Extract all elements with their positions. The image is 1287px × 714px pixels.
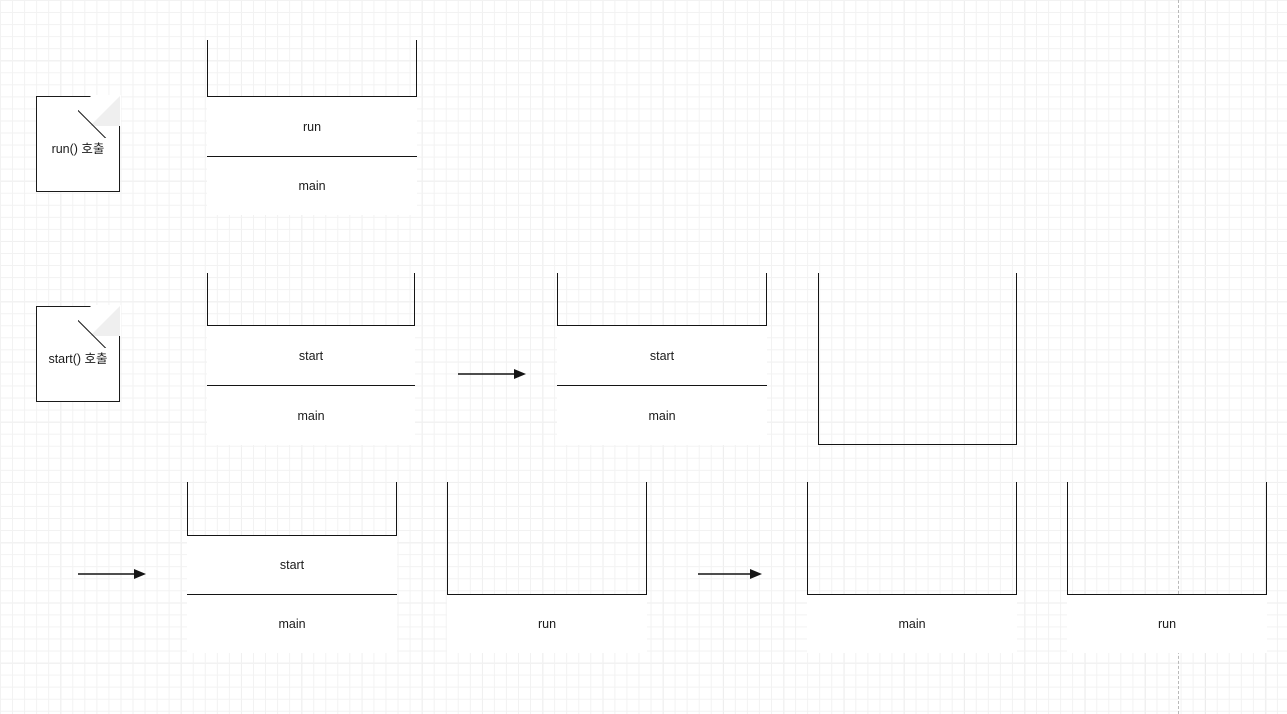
stack-frame-label: run [1157,617,1177,631]
stack-row2-1[interactable]: start main [207,273,415,445]
note-label: run() 호출 [51,142,105,156]
stack-frame-label: main [898,617,926,631]
stack-right-rail [646,482,647,653]
stack-frame-label: run [537,617,557,631]
stack-row3-4[interactable]: run [1067,482,1267,653]
note-start-call[interactable]: start() 호출 [36,305,121,402]
stack-frame-label: main [298,179,326,193]
arrow-row2-to-row3[interactable] [78,566,146,582]
stack-left-rail [818,273,819,445]
stack-frame-label: main [297,408,325,423]
stack-frame[interactable]: start [557,325,767,385]
arrow-row3-2-to-3[interactable] [698,566,762,582]
arrow-icon [78,569,146,579]
stack-frame[interactable]: main [187,594,397,653]
stack-row1-1[interactable]: run main [207,40,417,215]
stack-right-rail [1016,482,1017,653]
stack-left-rail [447,482,448,653]
note-fold-icon [90,306,120,336]
stack-frame-label: start [279,558,305,572]
note-run-call[interactable]: run() 호출 [36,95,121,192]
stack-frame[interactable]: main [807,594,1017,653]
stack-row2-2[interactable]: start main [557,273,767,445]
page-break-guide [1178,0,1179,714]
arrow-icon [698,569,762,579]
stack-row3-2[interactable]: run [447,482,647,653]
stack-frame[interactable]: main [207,385,415,445]
stack-frame-label: main [648,408,676,423]
stack-row3-1[interactable]: start main [187,482,397,653]
stack-frame[interactable]: run [207,96,417,156]
stack-row3-3[interactable]: main [807,482,1017,653]
stack-frame-label: start [649,348,675,363]
stack-frame-label: start [298,348,324,363]
stack-frame[interactable]: main [207,156,417,215]
stack-frame[interactable]: start [207,325,415,385]
stack-frame-label: run [302,119,322,134]
stack-right-rail [1266,482,1267,653]
note-fold-icon [90,96,120,126]
stack-left-rail [1067,482,1068,653]
stack-frame[interactable]: run [447,594,647,653]
stack-row2-3[interactable] [818,273,1017,445]
note-label: start() 호출 [48,352,108,366]
stack-floor [818,444,1017,445]
arrow-icon [458,369,526,379]
stack-left-rail [807,482,808,653]
stack-frame-label: main [278,617,306,631]
arrow-row2-1-to-2[interactable] [458,366,526,382]
stack-frame[interactable]: start [187,535,397,594]
stack-right-rail [1016,273,1017,445]
stack-frame[interactable]: main [557,385,767,445]
stack-frame[interactable]: run [1067,594,1267,653]
